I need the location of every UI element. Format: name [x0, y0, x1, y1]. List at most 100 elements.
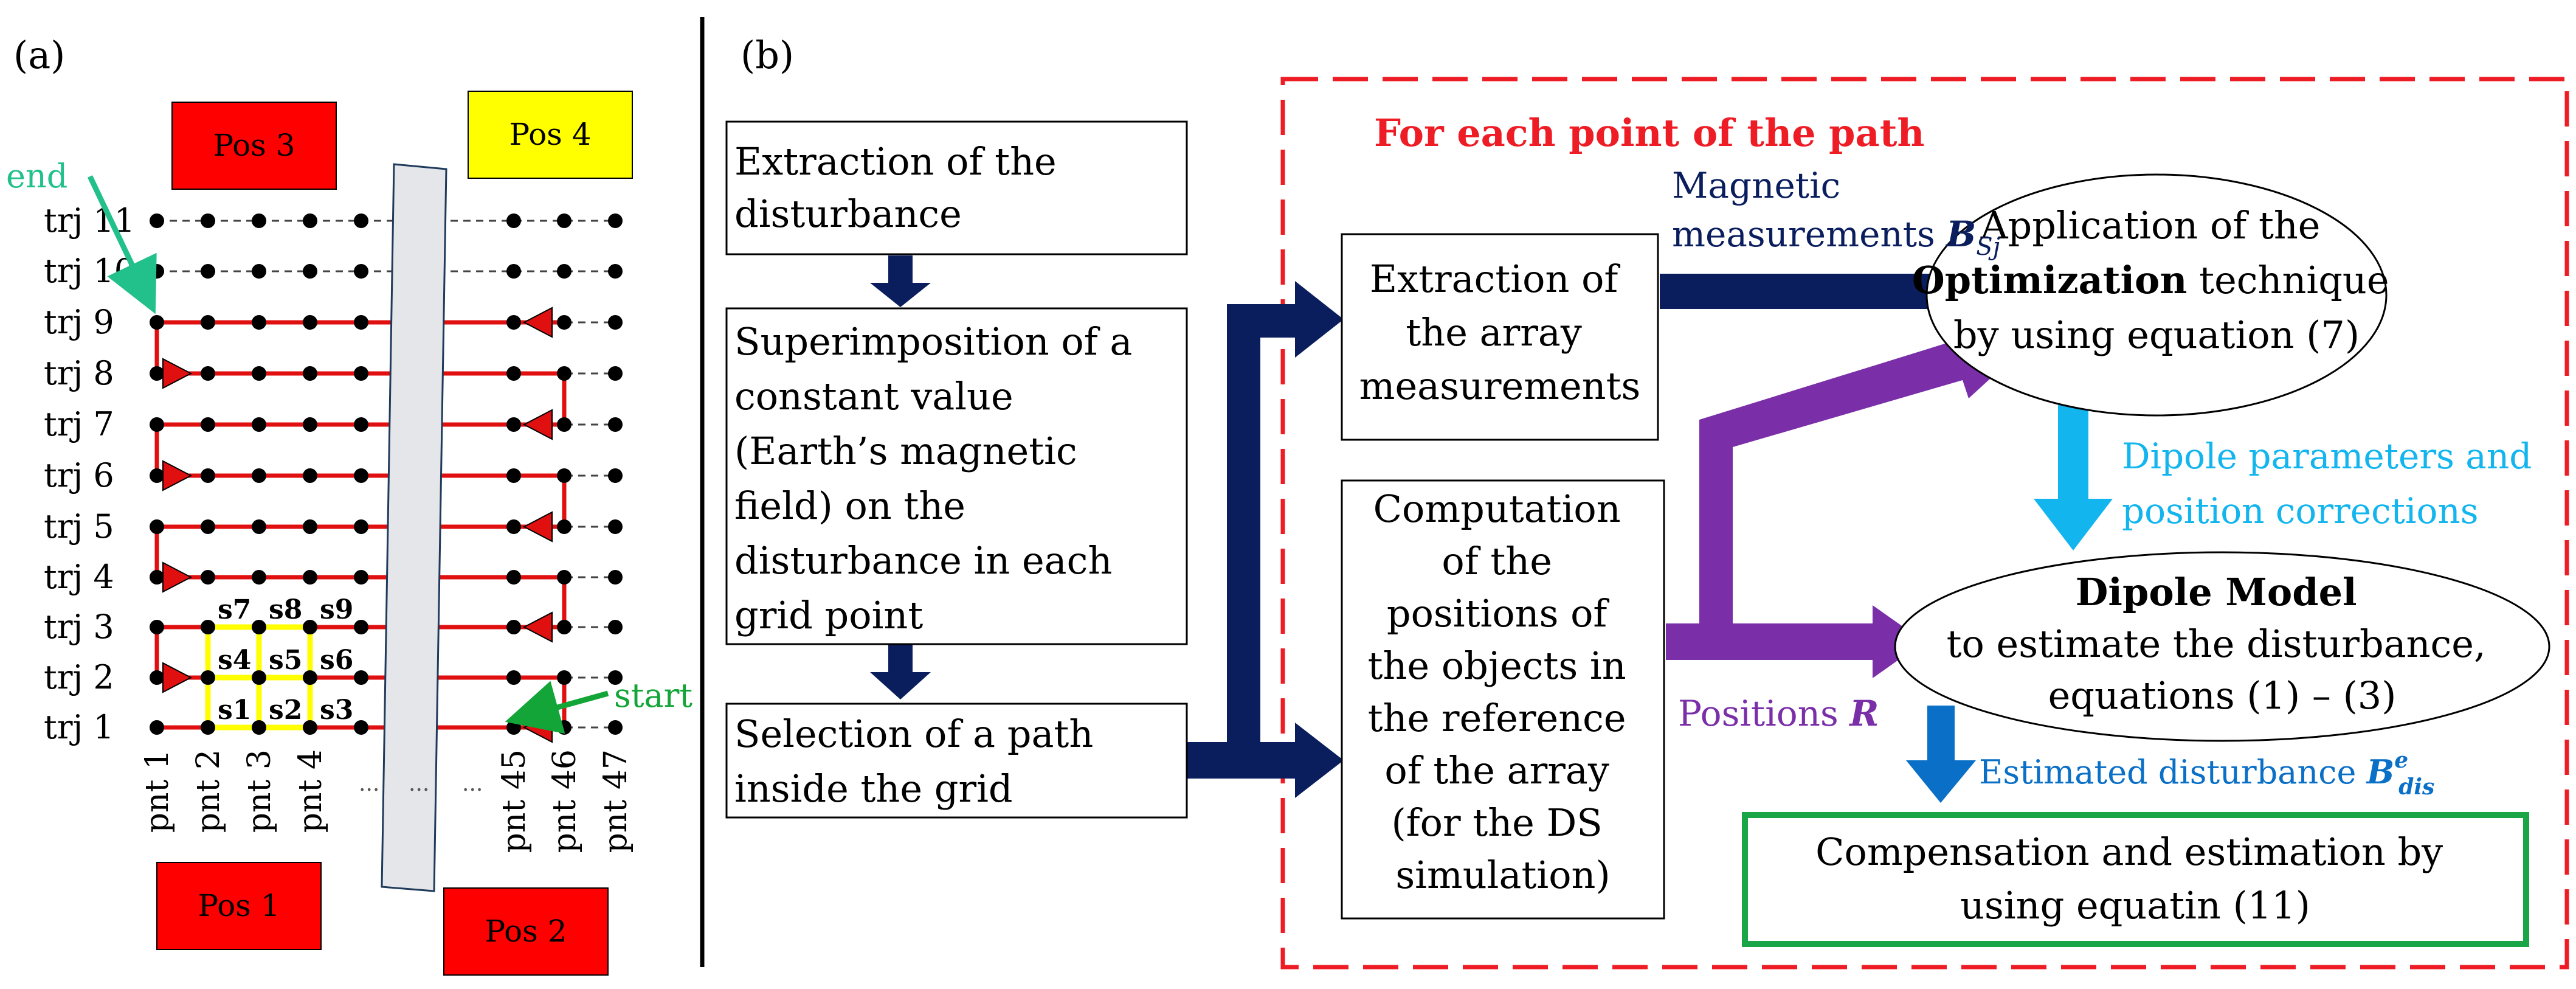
trajectory-label: trj 4: [44, 558, 114, 596]
sensor-label: s8: [269, 594, 302, 625]
grid-point: [506, 468, 521, 483]
grid-point: [354, 315, 368, 330]
sensor-label: s2: [269, 695, 302, 726]
panel-b: (b) For each point of the path Extractio…: [725, 33, 2569, 970]
arrow-selection-branch: [1187, 281, 1344, 798]
box-array-measurements: [1341, 233, 1659, 441]
grid-point: [201, 670, 215, 685]
grid-point: [201, 468, 215, 483]
grid-point: [150, 519, 164, 534]
text-dipole-model: Dipole Model to estimate the disturbance…: [1947, 570, 2498, 718]
text-computation-positions: Computation of the positions of the obje…: [1368, 487, 1638, 897]
point-label: pnt 46: [547, 749, 583, 853]
points-ellipsis-mid: ...: [409, 771, 429, 796]
grid-point: [354, 213, 368, 228]
arrow-array-to-optimization: [1660, 252, 2009, 328]
points-ellipsis-right: ...: [462, 771, 483, 796]
direction-arrow-left: [522, 511, 553, 543]
direction-arrow-left: [522, 307, 553, 338]
grid-point: [150, 620, 164, 634]
loop-title: For each point of the path: [1374, 111, 1924, 155]
grid-point: [150, 720, 164, 735]
grid-point: [506, 417, 521, 432]
grid-point: [303, 315, 317, 330]
grid-point: [354, 519, 368, 534]
grid-point: [303, 570, 317, 585]
trajectory-label: trj 2: [44, 658, 114, 696]
arrow-superimposition-to-selection: [870, 645, 931, 699]
grid-point: [201, 315, 215, 330]
point-label: pnt 45: [496, 749, 533, 853]
pos-1-box: [156, 862, 322, 950]
grid-point: [354, 366, 368, 381]
grid-point: [303, 468, 317, 483]
trajectory-label: trj 10: [44, 252, 135, 290]
box-computation-positions: [1341, 479, 1665, 920]
trajectory-label: trj 6: [44, 456, 114, 494]
sensor-label: s9: [320, 594, 353, 625]
grid-point: [150, 570, 164, 585]
direction-arrow-right: [162, 358, 193, 389]
grid-point: [506, 620, 521, 634]
trajectory-label: trj 3: [44, 608, 114, 646]
trajectory-label: trj 1: [44, 708, 114, 746]
box-superimposition: [725, 307, 1188, 645]
grid-point: [608, 519, 623, 534]
grid-point: [608, 315, 623, 330]
grid-point: [150, 366, 164, 381]
arrow-optimization-to-dipole: [2034, 401, 2113, 550]
trajectory-label: trj 8: [44, 354, 114, 392]
grid-point: [303, 519, 317, 534]
grid-point: [252, 720, 266, 735]
direction-arrow-right: [162, 460, 193, 491]
grid-point: [150, 670, 164, 685]
panel-a-label: (a): [13, 33, 65, 77]
grid-point: [303, 720, 317, 735]
grid-point: [252, 264, 266, 279]
grid-point: [608, 720, 623, 735]
label-magnetic-measurements: Magnetic measurements BSj: [1672, 165, 2000, 261]
grid-point: [354, 570, 368, 585]
direction-arrow-left: [522, 409, 553, 440]
trajectory-label: trj 7: [44, 405, 114, 443]
label-dipole-parameters: Dipole parameters and position correctio…: [2122, 436, 2543, 532]
grid-point: [354, 264, 368, 279]
grid-point: [150, 417, 164, 432]
grid-point: [608, 620, 623, 634]
grid-point: [506, 264, 521, 279]
grid-point: [252, 468, 266, 483]
pos-2-label: Pos 2: [485, 914, 567, 949]
grid-point: [557, 620, 571, 634]
box-compensation: [1742, 812, 2529, 947]
point-label: pnt 2: [190, 749, 227, 833]
grid-point: [506, 213, 521, 228]
end-label: end: [6, 157, 67, 195]
grid-point: [557, 264, 571, 279]
grid-point: [354, 417, 368, 432]
grid-point: [201, 519, 215, 534]
text-optimization: Application of the Optimization techniqu…: [1912, 203, 2401, 357]
grid-point: [201, 417, 215, 432]
grid-point: [354, 620, 368, 634]
text-superimposition: Superimposition of a constant value (Ear…: [734, 319, 1144, 637]
grid-point: [506, 720, 521, 735]
direction-arrow-right: [162, 561, 193, 593]
grid-point: [557, 366, 571, 381]
sensor-label: s7: [218, 594, 251, 625]
label-positions: Positions R: [1678, 693, 1879, 734]
grid-point: [506, 670, 521, 685]
grid-point: [303, 366, 317, 381]
grid-point: [150, 315, 164, 330]
grid-point: [150, 264, 164, 279]
grid-point: [201, 570, 215, 585]
grid-point: [608, 468, 623, 483]
grid-point: [201, 620, 215, 634]
grid-point: [354, 670, 368, 685]
grid-point: [557, 570, 571, 585]
grid-point: [252, 315, 266, 330]
sensor-label: s3: [320, 695, 353, 726]
grid-point: [557, 315, 571, 330]
trajectory-label: trj 9: [44, 303, 114, 341]
